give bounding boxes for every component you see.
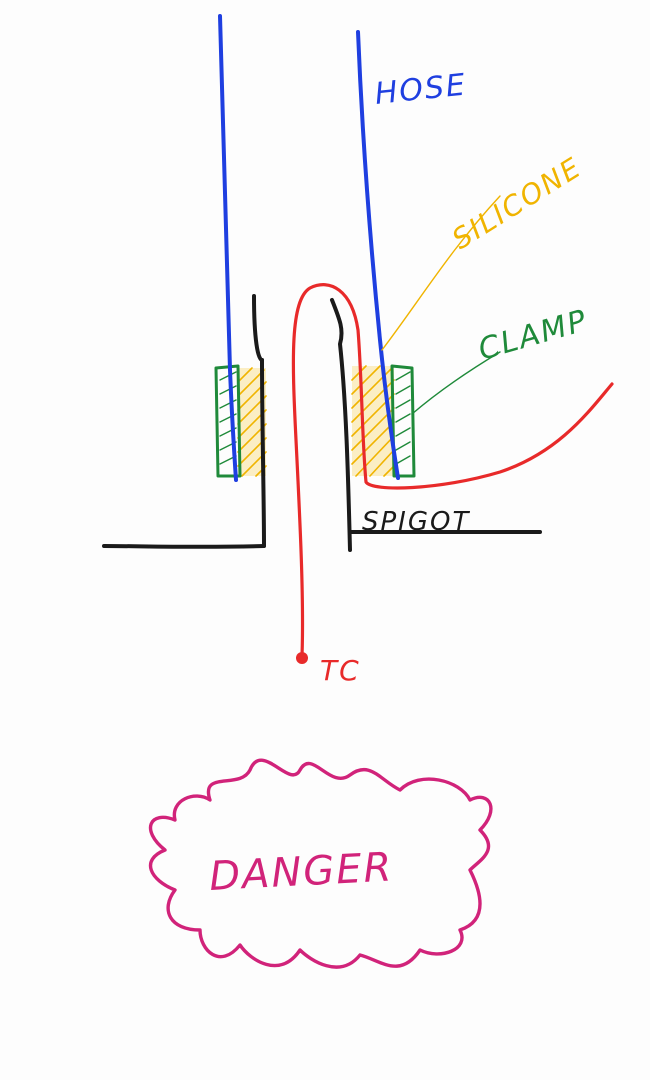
silicone-label: SILICONE xyxy=(446,151,587,256)
danger-burst xyxy=(148,758,493,969)
clamp-leader xyxy=(411,351,501,415)
hose-label: HOSE xyxy=(373,68,468,112)
danger-label: DANGER xyxy=(208,844,394,900)
silicone-right xyxy=(351,365,395,477)
thermocouple-wire xyxy=(291,283,614,658)
silicone-leader xyxy=(381,195,501,351)
clamp-label: CLAMP xyxy=(475,303,592,368)
hose xyxy=(218,14,400,482)
spigot xyxy=(102,294,542,552)
thermocouple-tip xyxy=(296,652,308,664)
spigot-label: SPIGOT xyxy=(362,507,470,537)
tc-label: TC xyxy=(320,654,361,687)
